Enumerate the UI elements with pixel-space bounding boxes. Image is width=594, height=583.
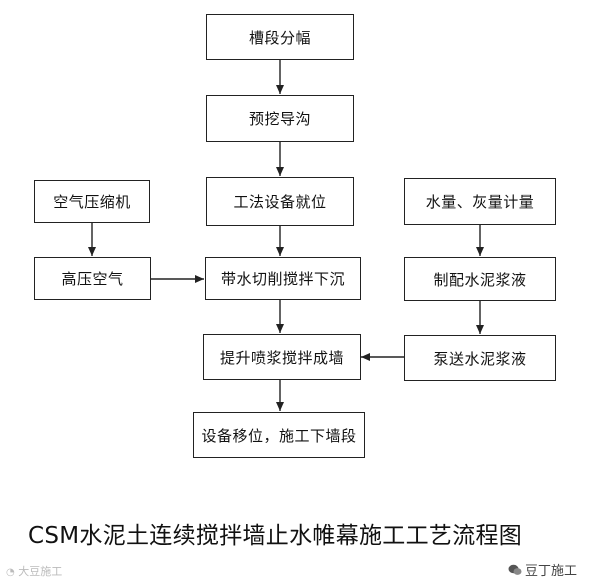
node-pump-cement-slurry-label: 泵送水泥浆液 [433,349,527,368]
watermark-left: ◔ 大豆施工 [6,563,62,579]
node-slot-division: 槽段分幅 [206,14,354,60]
node-cut-mix-sink: 带水切削搅拌下沉 [205,257,361,300]
node-lift-grout-wall-label: 提升喷浆搅拌成墙 [219,348,344,367]
diagram-title: CSM水泥土连续搅拌墙止水帷幕施工工艺流程图 [28,523,523,549]
node-equipment-in-position: 工法设备就位 [206,177,354,226]
watermark-left-text: 大豆施工 [18,565,63,578]
node-prepare-cement-slurry-label: 制配水泥浆液 [433,270,527,289]
node-move-next-section-label: 设备移位，施工下墙段 [201,426,357,445]
node-water-cement-metering: 水量、灰量计量 [404,178,556,225]
node-lift-grout-wall: 提升喷浆搅拌成墙 [203,334,361,380]
weibo-icon: ◔ [6,567,15,578]
node-cut-mix-sink-label: 带水切削搅拌下沉 [220,270,345,288]
node-prepare-cement-slurry: 制配水泥浆液 [404,257,556,301]
node-high-pressure-air: 高压空气 [34,257,151,300]
watermark-right-text: 豆丁施工 [525,564,578,579]
node-pre-excavate-trench: 预挖导沟 [206,95,354,142]
node-high-pressure-air-label: 高压空气 [61,270,124,288]
node-move-next-section: 设备移位，施工下墙段 [193,412,365,458]
node-equipment-in-position-label: 工法设备就位 [233,193,327,211]
node-pump-cement-slurry: 泵送水泥浆液 [404,335,556,381]
node-air-compressor-label: 空气压缩机 [53,193,131,211]
node-water-cement-metering-label: 水量、灰量计量 [425,193,535,211]
node-pre-excavate-trench-label: 预挖导沟 [248,110,311,128]
node-air-compressor: 空气压缩机 [34,180,150,223]
watermark-right: 豆丁施工 [508,560,577,579]
node-slot-division-label: 槽段分幅 [248,28,311,47]
wechat-logo-icon [508,564,522,576]
